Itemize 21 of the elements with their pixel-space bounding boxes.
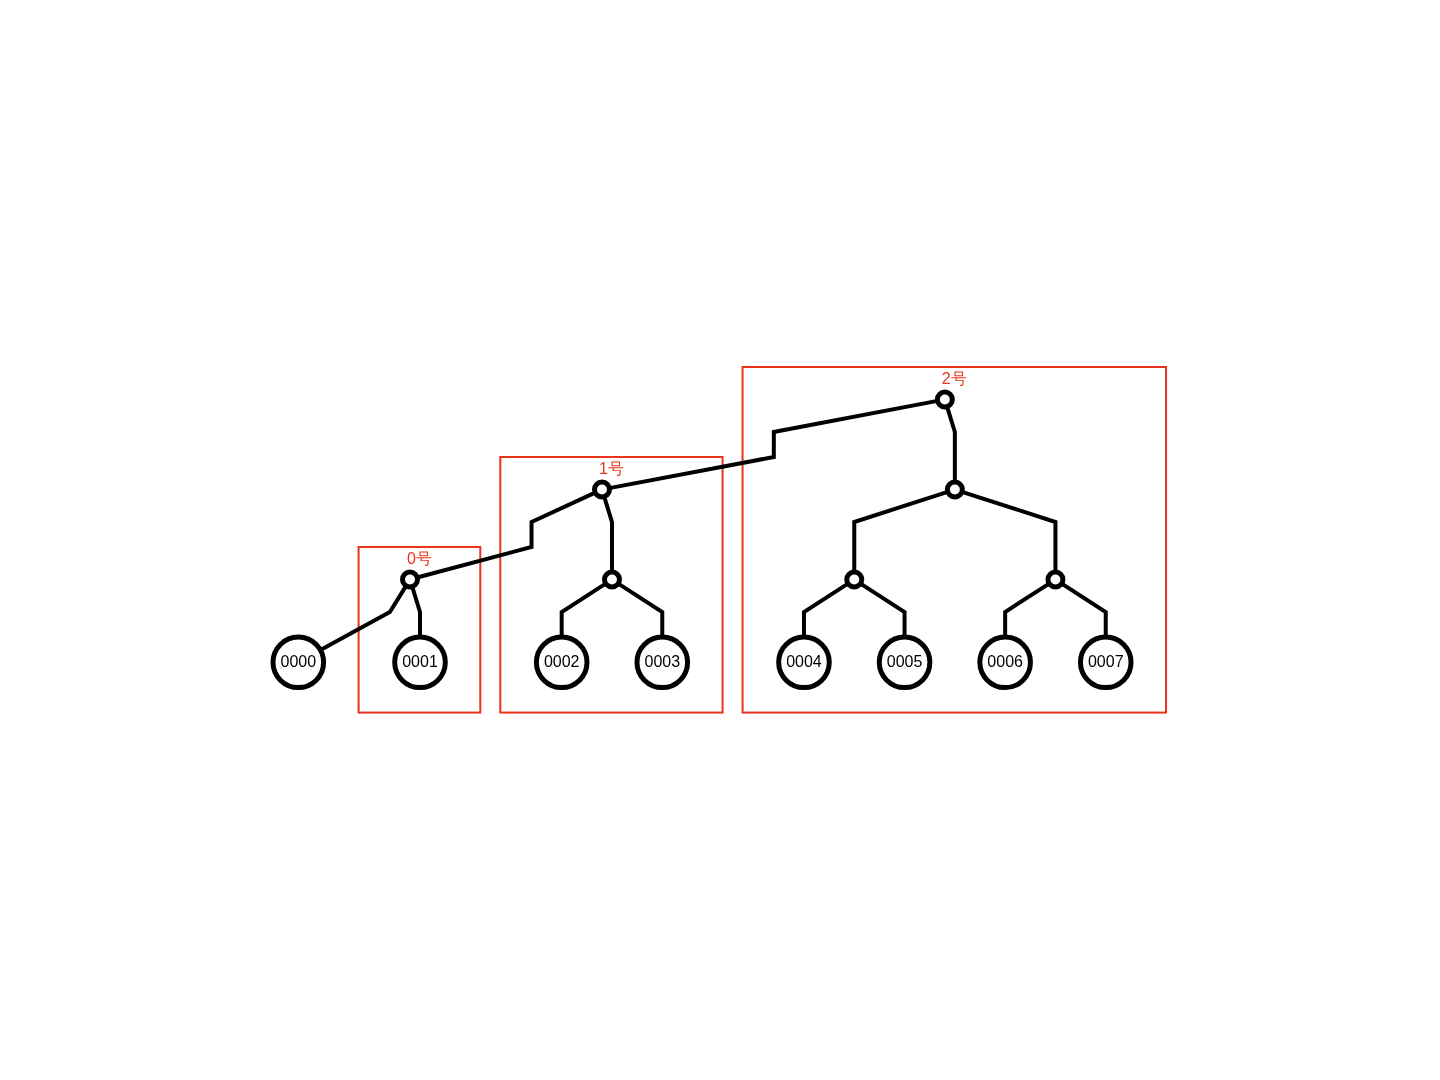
node-circle: [945, 479, 966, 500]
connector: [852, 490, 949, 573]
node-circle: 0001: [392, 634, 449, 691]
node-circle: [592, 479, 613, 500]
node-circle: [1045, 569, 1066, 590]
node-circle: 0002: [534, 634, 590, 691]
node-circle: 0004: [776, 634, 833, 691]
connector: [417, 491, 597, 580]
connector: [961, 490, 1058, 573]
node-circle: 0007: [1078, 634, 1134, 691]
connector: [945, 406, 958, 483]
node-circle: 0000: [271, 634, 327, 691]
connector: [602, 496, 615, 573]
node-circle: [400, 569, 421, 590]
node-circle: 0003: [634, 634, 691, 691]
node-circle: 0005: [877, 634, 933, 691]
node-circle: [935, 389, 956, 410]
node-circle: 0006: [977, 634, 1034, 691]
node-circle: [844, 569, 865, 590]
node-circle: [602, 569, 623, 590]
connector: [320, 585, 409, 653]
